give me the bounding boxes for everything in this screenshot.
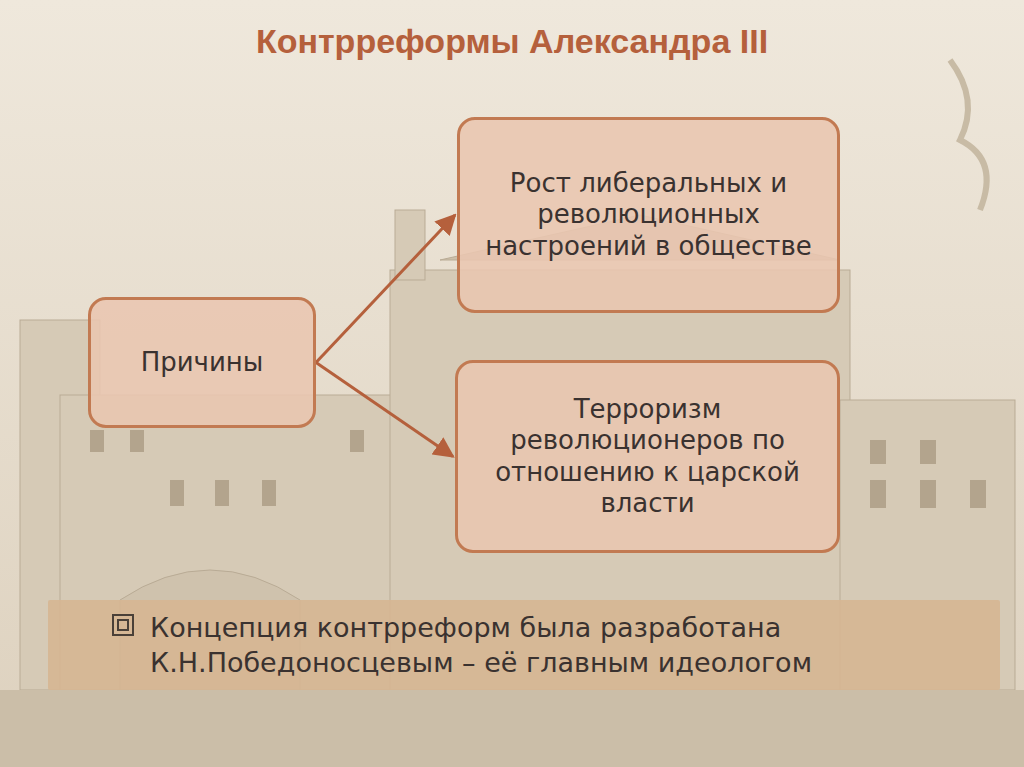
node-text: Терроризм революционеров по отношению к …	[474, 394, 821, 519]
title: Контрреформы Александра III	[0, 22, 1024, 61]
node-text: Причины	[141, 347, 264, 378]
arrow-connector	[316, 215, 455, 363]
bullet-symbol	[112, 614, 134, 636]
node-text: Концепция контрреформ была разработана К…	[150, 610, 980, 680]
arrow-connector	[316, 363, 453, 457]
tree	[950, 60, 987, 210]
reason-box: Рост либеральных и революционных настрое…	[457, 117, 840, 313]
reason-box: Терроризм революционеров по отношению к …	[455, 360, 840, 553]
node-text: Рост либеральных и революционных настрое…	[476, 168, 821, 262]
note-band: Концепция контрреформ была разработана К…	[48, 600, 1000, 690]
ground	[0, 690, 1024, 767]
cause-box: Причины	[88, 297, 316, 428]
